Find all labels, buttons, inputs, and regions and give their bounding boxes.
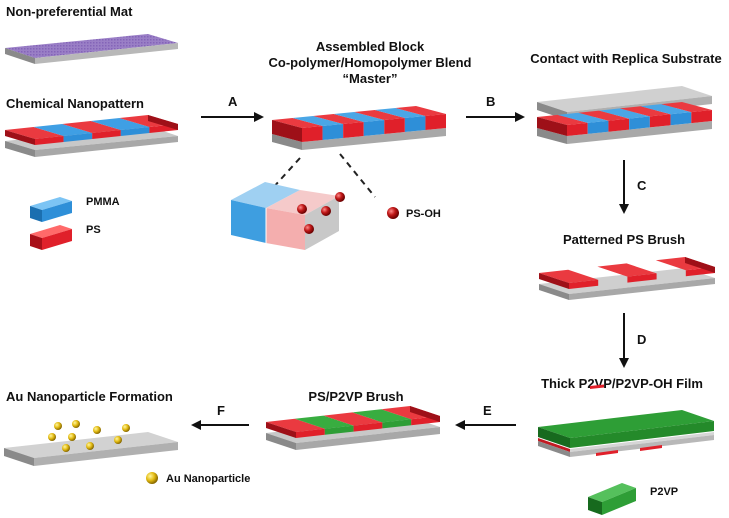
ps-brush-stripe-2-front [627, 273, 657, 283]
np-stripe-2 [33, 124, 93, 136]
label-assembled-line2: Co-polymer/Homopolymer Blend [269, 55, 472, 70]
master-domain-top-3 [313, 114, 364, 124]
np-stripe-3 [62, 121, 121, 133]
thick-p2vp-film [538, 384, 714, 457]
np-stripe-4-front [120, 127, 150, 136]
contact-domain-top-6 [640, 104, 692, 115]
contact-domain-front-4 [629, 116, 650, 130]
contact-domain-top-4 [599, 108, 650, 119]
ps-p2vp-stripe-2 [294, 415, 354, 429]
legend-p2vp-label: P2VP [650, 486, 678, 498]
contact-domain-front-6 [670, 112, 692, 126]
contact-domain-top-5 [619, 106, 671, 117]
np-stripe-4 [90, 118, 150, 130]
assembled-master-slab [272, 106, 446, 150]
legend-ps-oh-label: PS-OH [406, 208, 441, 220]
master-domain-top-1 [272, 118, 323, 128]
master-domain-front-6 [404, 116, 426, 132]
master-domain-top-5 [354, 110, 405, 120]
label-contact-replica: Contact with Replica Substrate [530, 51, 721, 66]
label-assembled-line3: “Master” [343, 71, 398, 86]
step-c-label: C [637, 178, 647, 193]
contact-domain-top-3 [578, 110, 630, 121]
contact-master-slab [537, 102, 712, 144]
chemical-nanopattern-stripes [5, 115, 178, 145]
ps-p2vp-stripe-2-front [324, 425, 354, 435]
ps-p2vp-stripe-1-front [296, 428, 325, 438]
step-e-label: E [483, 403, 492, 418]
np-stripe-2-front [63, 133, 93, 142]
legend-p2vp-block [588, 483, 636, 515]
contact-domain-front-3 [608, 118, 630, 132]
contact-domain-front-1 [567, 122, 588, 136]
label-au-formation: Au Nanoparticle Formation [6, 389, 173, 404]
ps-p2vp-stripe-3-front [353, 422, 383, 432]
zoomed-blend-cube [231, 182, 345, 250]
legend-ps-label: PS [86, 224, 101, 236]
legend-au-ball [146, 472, 158, 484]
legend-ps-oh-ball [387, 207, 399, 219]
ps-brush-stripe-1 [539, 269, 599, 283]
contact-domain-top-1 [537, 114, 588, 125]
legend-au-label: Au Nanoparticle [166, 473, 250, 485]
label-ps-p2vp-brush: PS/P2VP Brush [308, 389, 403, 404]
step-d-label: D [637, 332, 646, 347]
master-domain-front-2 [322, 124, 344, 140]
label-non-preferential-mat: Non-preferential Mat [6, 4, 133, 19]
legend-ps-block [30, 225, 72, 250]
label-assembled-line1: Assembled Block [316, 39, 425, 54]
contact-domain-front-7 [691, 110, 712, 124]
master-domain-top-6 [374, 108, 426, 118]
master-domain-top-4 [333, 112, 385, 122]
ps-brush-stripe-2 [597, 263, 657, 277]
step-b-label: B [486, 94, 495, 109]
contact-domain-front-2 [587, 120, 609, 134]
au-nanoparticles [48, 420, 130, 452]
master-domain-top-7 [395, 106, 446, 116]
label-thick-film: Thick P2VP/P2VP-OH Film [541, 376, 703, 391]
contact-domain-top-7 [661, 102, 712, 113]
np-stripe-1-front [35, 136, 64, 145]
master-domain-front-4 [363, 120, 385, 136]
ps-p2vp-stripes [266, 406, 440, 438]
ps-p2vp-stripe-3 [323, 412, 383, 426]
non-preferential-mat-slab [5, 34, 178, 64]
step-f-label: F [217, 403, 225, 418]
patterned-ps-stripes [539, 257, 715, 289]
contact-domain-front-5 [649, 114, 671, 128]
step-a-label: A [228, 94, 238, 109]
contact-domain-top-2 [557, 112, 609, 123]
label-chemical-nanopattern: Chemical Nanopattern [6, 96, 144, 111]
master-domain-front-5 [384, 118, 405, 134]
master-domain-front-1 [302, 126, 323, 142]
master-domain-front-3 [343, 122, 364, 138]
ps-p2vp-stripe-1 [266, 418, 325, 432]
np-stripe-1 [5, 127, 64, 139]
ps-p2vp-stripe-4-front [382, 419, 412, 429]
legend-pmma-block [30, 197, 72, 222]
ps-p2vp-stripe-4 [352, 409, 412, 423]
label-patterned-ps-brush: Patterned PS Brush [563, 232, 685, 247]
master-domain-top-2 [292, 116, 344, 126]
patterned-ps-brush-slab [539, 268, 715, 300]
legend-pmma-label: PMMA [86, 196, 120, 208]
zoom-line-right [339, 153, 376, 198]
master-domain-front-7 [425, 114, 446, 130]
ps-brush-stripe-1-front [569, 279, 599, 289]
